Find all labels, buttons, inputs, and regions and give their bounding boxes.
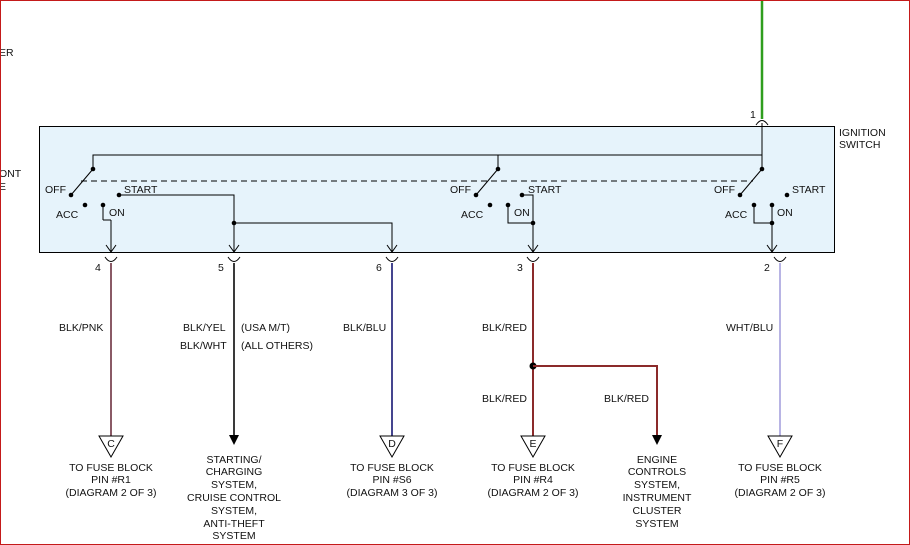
svg-text:ENGINE: ENGINE — [637, 454, 677, 466]
switch-1-start: START — [124, 184, 158, 196]
ignition-switch-label-line1: IGNITION — [839, 127, 886, 139]
destination-starting-system: STARTING/ CHARGING SYSTEM, CRUISE CONTRO… — [187, 454, 281, 542]
connector-d — [379, 435, 405, 459]
wire-label-pin3: BLK/RED — [482, 322, 527, 334]
connector-e — [520, 435, 546, 459]
svg-text:CRUISE CONTROL: CRUISE CONTROL — [187, 492, 281, 504]
connector-c-letter: C — [107, 438, 115, 450]
svg-text:(DIAGRAM 2 OF 3): (DIAGRAM 2 OF 3) — [65, 487, 156, 499]
svg-text:PIN #R1: PIN #R1 — [91, 474, 131, 486]
svg-text:INSTRUMENT: INSTRUMENT — [623, 492, 692, 504]
svg-text:STARTING/: STARTING/ — [206, 454, 261, 466]
svg-text:CLUSTER: CLUSTER — [632, 505, 681, 517]
arrow-to-engine-controls — [652, 435, 662, 445]
left-edge-fragment-3: E — [1, 181, 6, 193]
wire-label-pin3-down: BLK/RED — [482, 393, 527, 405]
svg-text:SYSTEM: SYSTEM — [212, 530, 255, 542]
pin-5-terminal — [227, 256, 241, 262]
svg-text:TO FUSE BLOCK: TO FUSE BLOCK — [350, 462, 434, 474]
svg-text:PIN #R5: PIN #R5 — [760, 474, 800, 486]
svg-text:SYSTEM: SYSTEM — [635, 518, 678, 530]
pin-1-label: 1 — [750, 109, 756, 121]
switch-section-3: OFF START ACC ON — [714, 166, 826, 252]
left-edge-fragment-1: ER — [1, 47, 14, 59]
switch-2-acc: ACC — [461, 209, 484, 221]
wire-label-pin5-a: BLK/YEL — [183, 322, 226, 334]
connector-c — [98, 435, 124, 459]
pin-3-terminal — [526, 256, 540, 262]
svg-text:PIN #S6: PIN #S6 — [372, 474, 411, 486]
switch-1-acc: ACC — [56, 209, 79, 221]
pin-6-label: 6 — [376, 262, 382, 274]
pin-2-terminal — [773, 256, 787, 262]
connector-e-letter: E — [529, 438, 536, 450]
destination-e: TO FUSE BLOCK PIN #R4 (DIAGRAM 2 OF 3) — [487, 462, 578, 499]
svg-text:(DIAGRAM 3 OF 3): (DIAGRAM 3 OF 3) — [346, 487, 437, 499]
pin-2-label: 2 — [764, 262, 770, 274]
wire-label-pin5-b: BLK/WHT — [180, 340, 227, 352]
pin-4-terminal — [104, 256, 118, 262]
wire-label-pin5-b-note: (ALL OTHERS) — [241, 340, 313, 352]
pin-1-terminal — [755, 120, 769, 126]
switch-section-1: OFF START ACC ON — [45, 166, 393, 252]
switch-3-start: START — [792, 184, 826, 196]
destination-f: TO FUSE BLOCK PIN #R5 (DIAGRAM 2 OF 3) — [734, 462, 825, 499]
pin-5-label: 5 — [218, 262, 224, 274]
switch-3-off: OFF — [714, 184, 735, 196]
connector-f — [767, 435, 793, 459]
destination-engine-controls: ENGINE CONTROLS SYSTEM, INSTRUMENT CLUST… — [623, 454, 692, 530]
svg-text:TO FUSE BLOCK: TO FUSE BLOCK — [69, 462, 153, 474]
pin-4-label: 4 — [95, 262, 101, 274]
wire-blk-red-branch — [533, 365, 658, 435]
switch-2-on: ON — [514, 207, 530, 219]
destination-d: TO FUSE BLOCK PIN #S6 (DIAGRAM 3 OF 3) — [346, 462, 437, 499]
switch-section-2: OFF START ACC ON — [450, 166, 562, 252]
left-edge-fragment-2: ONT — [1, 168, 22, 180]
svg-text:(DIAGRAM 2 OF 3): (DIAGRAM 2 OF 3) — [734, 487, 825, 499]
wire-label-pin3-right: BLK/RED — [604, 393, 649, 405]
destination-c: TO FUSE BLOCK PIN #R1 (DIAGRAM 2 OF 3) — [65, 462, 156, 499]
pin-3-label: 3 — [517, 262, 523, 274]
connector-d-letter: D — [388, 438, 396, 450]
switch-1-on: ON — [109, 207, 125, 219]
wire-label-pin6: BLK/BLU — [343, 322, 386, 334]
svg-text:(DIAGRAM 2 OF 3): (DIAGRAM 2 OF 3) — [487, 487, 578, 499]
switch-2-off: OFF — [450, 184, 471, 196]
wire-label-pin4: BLK/PNK — [59, 322, 103, 334]
wire-label-pin5-a-note: (USA M/T) — [241, 322, 290, 334]
svg-text:CONTROLS: CONTROLS — [628, 466, 686, 478]
svg-text:ANTI-THEFT: ANTI-THEFT — [203, 518, 265, 530]
switch-3-on: ON — [777, 207, 793, 219]
arrow-to-starting — [229, 435, 239, 445]
svg-text:CHARGING: CHARGING — [206, 466, 263, 478]
ignition-switch-housing — [39, 126, 835, 253]
ignition-switch-label-line2: SWITCH — [839, 139, 880, 151]
connector-f-letter: F — [777, 438, 783, 450]
svg-text:TO FUSE BLOCK: TO FUSE BLOCK — [738, 462, 822, 474]
wire-label-pin2: WHT/BLU — [726, 322, 773, 334]
svg-text:SYSTEM,: SYSTEM, — [634, 479, 680, 491]
switch-3-acc: ACC — [725, 209, 748, 221]
svg-text:SYSTEM,: SYSTEM, — [211, 479, 257, 491]
switch-2-start: START — [528, 184, 562, 196]
svg-text:TO FUSE BLOCK: TO FUSE BLOCK — [491, 462, 575, 474]
svg-text:SYSTEM,: SYSTEM, — [211, 505, 257, 517]
switch-1-off: OFF — [45, 184, 66, 196]
pin-6-terminal — [385, 256, 399, 262]
internal-bus — [92, 154, 762, 169]
svg-text:PIN #R4: PIN #R4 — [513, 474, 553, 486]
